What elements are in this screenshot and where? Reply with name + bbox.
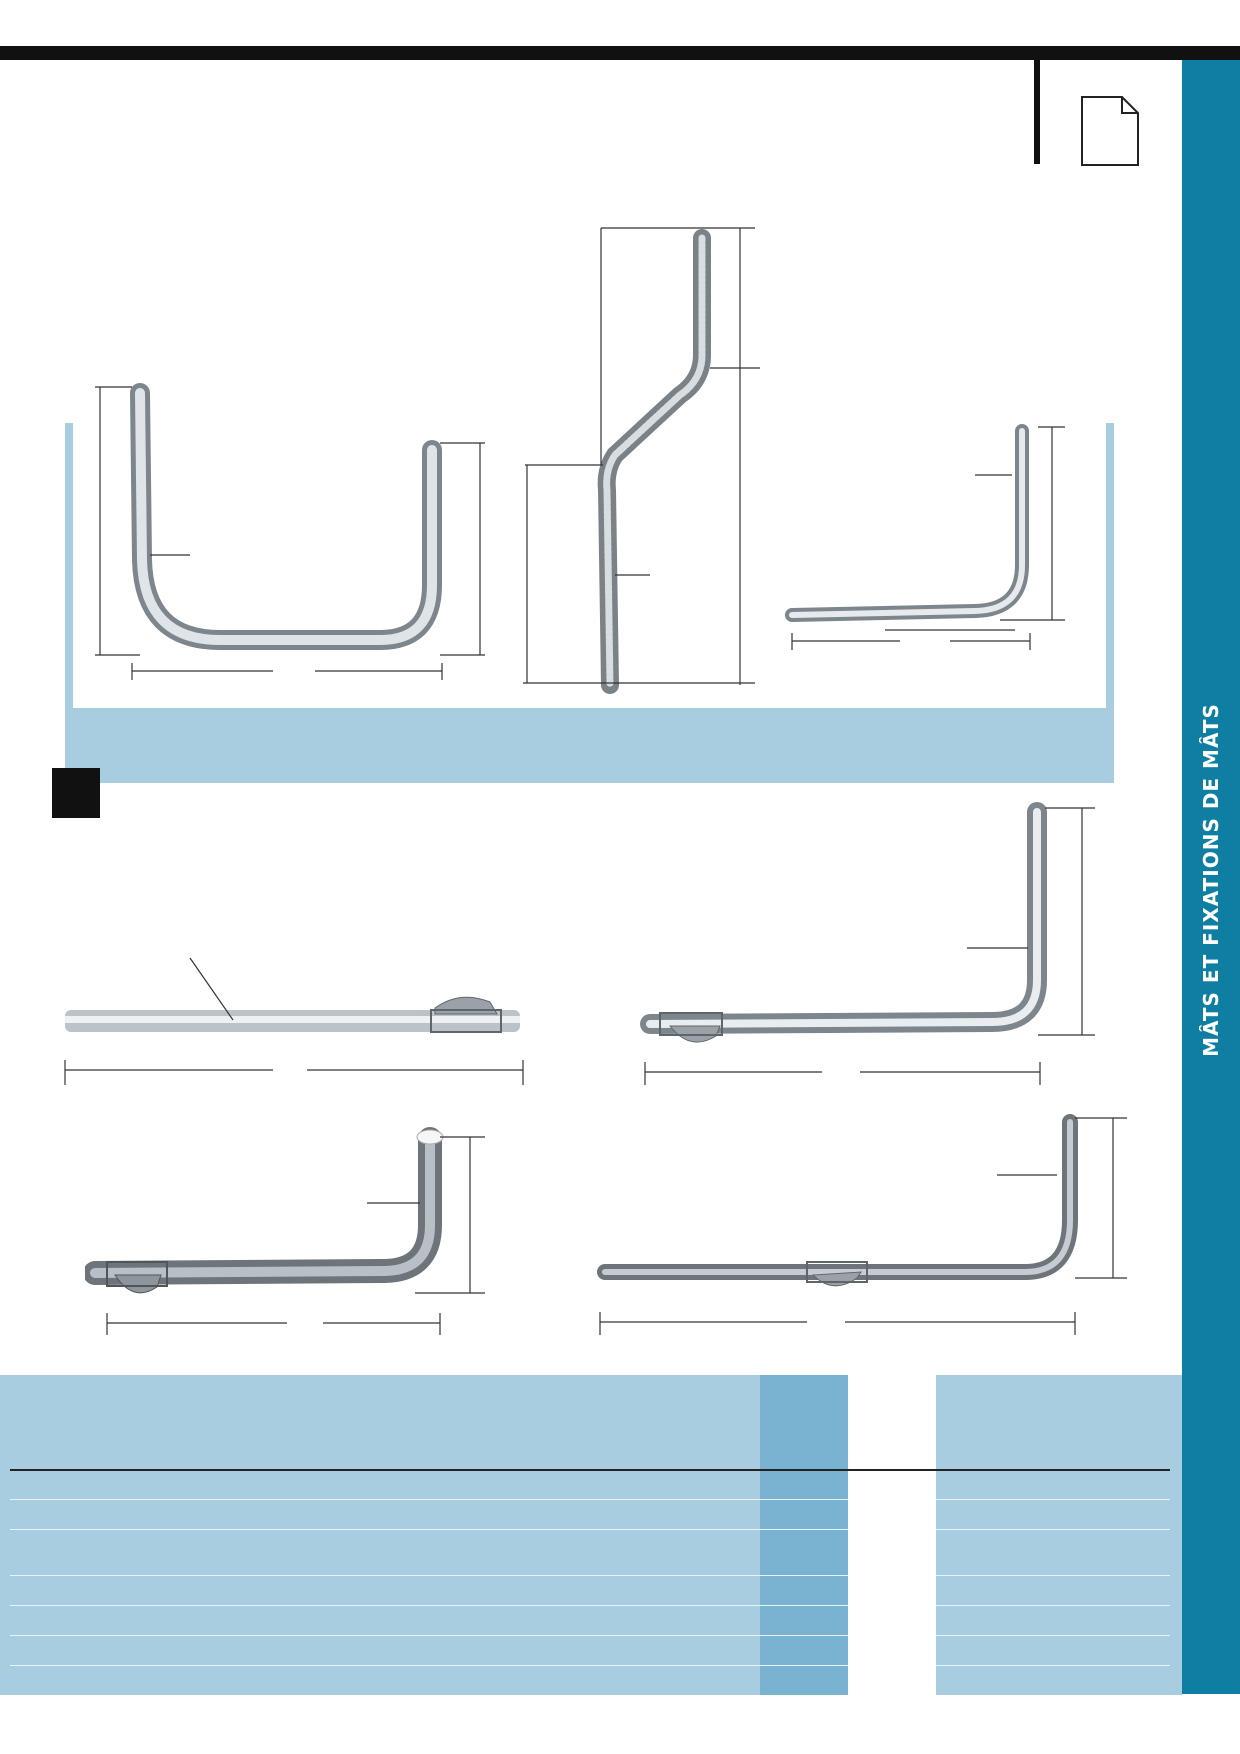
straight-mast-clamp-photo — [64, 957, 524, 1085]
side-band — [1182, 60, 1240, 1694]
offset-mast-photo — [523, 227, 760, 694]
table-column-gap — [848, 1375, 936, 1695]
table-row — [936, 1499, 1170, 1500]
sidebar-title: MÂTS ET FIXATIONS DE MÂTS — [1199, 703, 1223, 1057]
table-row — [936, 1665, 1170, 1666]
l-mast-clamp-photo — [640, 802, 1095, 1085]
table-row — [936, 1635, 1170, 1636]
product-table — [0, 1375, 1182, 1695]
section-marker — [52, 768, 100, 818]
table-row — [10, 1499, 848, 1500]
l-mast-clamp-bottom-photo — [85, 1127, 485, 1335]
long-l-mast-clamp-photo — [597, 1114, 1127, 1335]
table-row — [10, 1575, 848, 1576]
l-mast-small-photo — [785, 424, 1065, 650]
product-panel-inner — [73, 423, 1106, 708]
top-rule — [0, 46, 1240, 60]
table-row — [10, 1529, 848, 1530]
table-column-reference — [760, 1375, 848, 1695]
page-marker — [1034, 60, 1040, 164]
table-row — [10, 1635, 848, 1636]
table-row — [10, 1605, 848, 1606]
table-header-rule — [10, 1469, 1170, 1471]
table-row — [936, 1575, 1170, 1576]
table-row — [936, 1529, 1170, 1530]
table-row — [936, 1605, 1170, 1606]
u-mast-photo — [95, 383, 485, 680]
table-row — [10, 1665, 848, 1666]
page-icon — [1081, 96, 1139, 166]
